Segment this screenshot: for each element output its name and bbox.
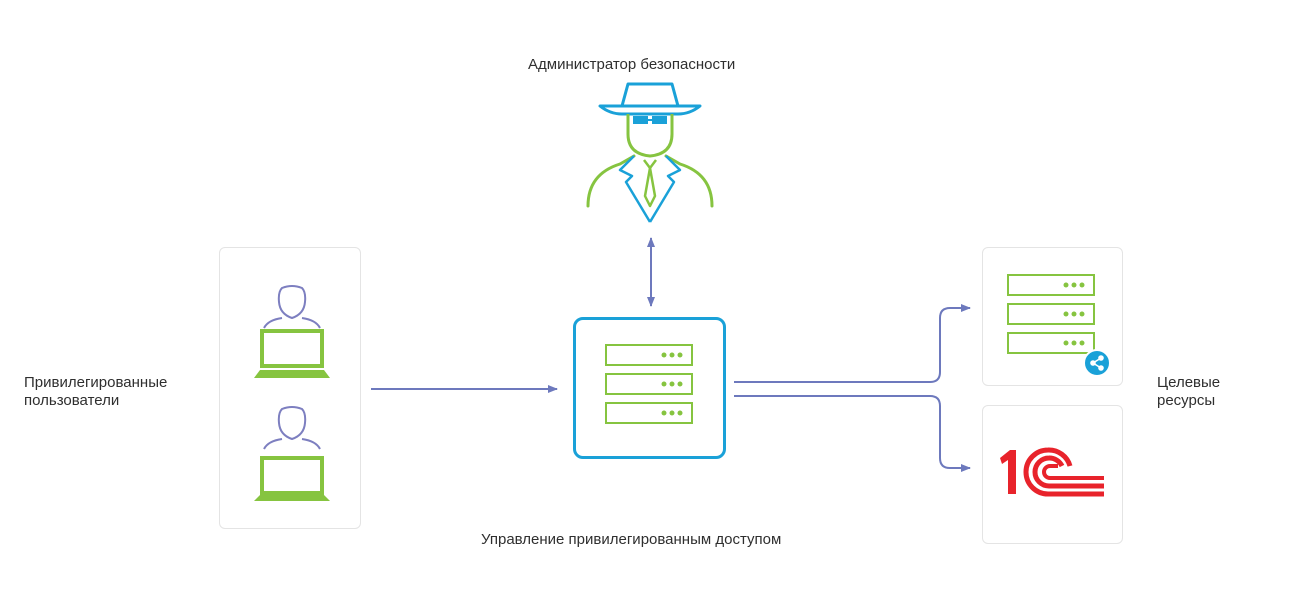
users-panel xyxy=(219,247,361,529)
pam-to-server-arrow xyxy=(734,304,971,383)
user-laptop-icon xyxy=(254,285,330,378)
user-laptop-icon xyxy=(254,406,330,501)
spy-admin-icon xyxy=(586,82,714,223)
server-rack-icon xyxy=(1007,274,1095,354)
pam-label: Управление привилегированным доступом xyxy=(481,531,782,548)
target-1c-panel xyxy=(982,405,1123,544)
users-label: Привилегированные пользователи xyxy=(24,374,168,409)
pam-to-1c-arrow xyxy=(734,395,971,472)
admin-label-text: Администратор безопасности xyxy=(528,56,736,73)
pam-server-box xyxy=(573,317,726,459)
one-c-logo: 1С xyxy=(1000,447,1104,497)
targets-label: Целевые ресурсы xyxy=(1157,374,1221,409)
admin-label: Администратор безопасности xyxy=(0,38,1300,74)
server-rack-icon xyxy=(605,344,693,424)
share-icon xyxy=(1083,349,1111,377)
